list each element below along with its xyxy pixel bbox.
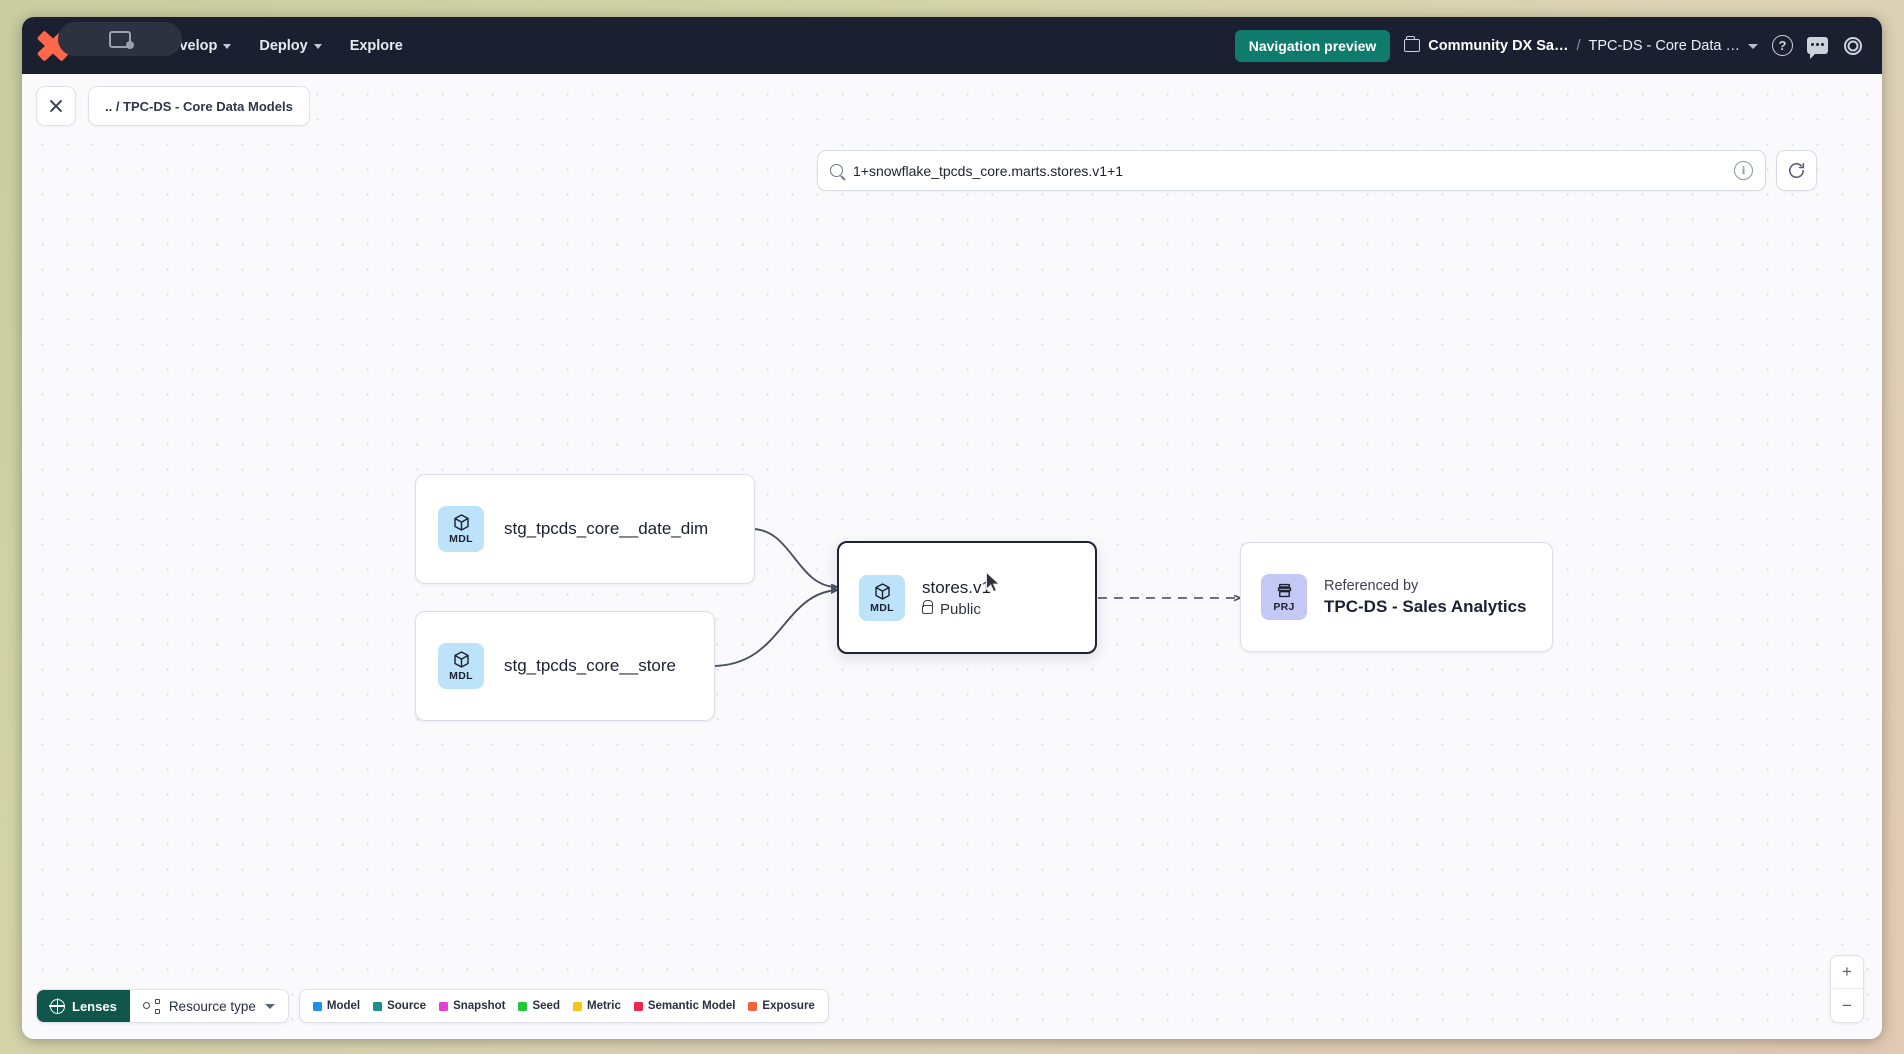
lenses-group: Lenses Resource type [36, 989, 289, 1023]
legend-item-source: Source [373, 1000, 426, 1012]
bottom-toolbar: Lenses Resource type Model Source [36, 989, 829, 1023]
badge-model: MDL [438, 643, 484, 689]
legend-swatch [439, 1001, 449, 1011]
legend-item-model: Model [312, 1000, 361, 1012]
node-text-stack: stores.v1 Public [922, 578, 991, 618]
nav-item-deploy[interactable]: Deploy [247, 30, 333, 62]
folder-icon [1404, 36, 1421, 52]
zoom-out-button[interactable]: − [1842, 995, 1852, 1015]
node-access-row: Public [922, 600, 991, 618]
chat-bubble-icon[interactable] [1807, 37, 1828, 59]
lenses-label: Lenses [72, 998, 117, 1014]
chevron-down-icon [223, 44, 232, 49]
graph-node-model[interactable]: MDL stg_tpcds_core__store [415, 611, 715, 721]
badge-project: PRJ [1261, 574, 1307, 620]
graph-node-model[interactable]: MDL stg_tpcds_core__date_dim [415, 474, 755, 584]
project-stack-icon [1277, 583, 1291, 598]
legend-swatch [633, 1001, 643, 1011]
graph-node-project[interactable]: PRJ Referenced by TPC-DS - Sales Analyti… [1240, 542, 1553, 652]
badge-model: MDL [438, 506, 484, 552]
legend-item-semantic-model: Semantic Model [633, 1000, 736, 1012]
close-button[interactable] [36, 86, 76, 126]
legend-label: Source [387, 1000, 427, 1012]
badge-label: MDL [449, 670, 473, 682]
search-bar-row: i [817, 150, 1817, 191]
badge-label: MDL [449, 533, 473, 545]
chevron-down-icon [264, 1003, 275, 1009]
resource-type-label: Resource type [168, 998, 256, 1014]
search-input[interactable] [853, 162, 1724, 179]
search-box[interactable]: i [817, 150, 1766, 191]
legend-label: Semantic Model [647, 1000, 736, 1012]
legend-label: Metric [586, 1000, 621, 1012]
help-circle-icon[interactable]: ? [1772, 35, 1793, 56]
breadcrumb-separator: / [1576, 37, 1581, 54]
node-text-stack: Referenced by TPC-DS - Sales Analytics [1324, 578, 1527, 617]
zoom-controls: + − [1830, 955, 1864, 1023]
chevron-down-icon[interactable] [1748, 44, 1758, 49]
cube-icon [453, 651, 469, 668]
refresh-icon [1789, 163, 1805, 179]
nodes-icon [142, 998, 160, 1014]
lineage-graph: MDL stg_tpcds_core__date_dim MDL stg_tpc… [22, 74, 1882, 1039]
legend-label: Seed [532, 1000, 560, 1012]
account-project-breadcrumb: Community DX Sa… / TPC-DS - Core Data … [1404, 36, 1758, 54]
navigation-preview-button[interactable]: Navigation preview [1234, 29, 1391, 62]
legend-swatch [518, 1001, 528, 1011]
window-tab-nub[interactable] [58, 22, 182, 56]
node-eyebrow: Referenced by [1324, 577, 1419, 594]
gear-icon[interactable] [1842, 35, 1864, 57]
lock-open-icon [922, 600, 933, 614]
node-title: TPC-DS - Sales Analytics [1324, 596, 1527, 616]
legend-label: Exposure [762, 1000, 815, 1012]
refresh-button[interactable] [1776, 150, 1817, 191]
legend-item-exposure: Exposure [748, 1000, 815, 1012]
nav-right-cluster: Navigation preview Community DX Sa… / TP… [1234, 29, 1864, 62]
legend-label: Model [326, 1000, 361, 1012]
breadcrumb-account[interactable]: Community DX Sa… [1428, 37, 1569, 54]
zoom-in-button[interactable]: + [1831, 956, 1863, 989]
legend-swatch [748, 1001, 758, 1011]
cube-icon [874, 582, 890, 600]
nav-item-deploy-label: Deploy [259, 37, 308, 54]
badge-label: MDL [870, 601, 894, 614]
cube-icon [453, 514, 469, 531]
breadcrumb[interactable]: .. / TPC-DS - Core Data Models [88, 86, 310, 126]
chevron-down-icon [313, 44, 322, 49]
close-icon [48, 98, 64, 114]
lens-icon [49, 997, 65, 1014]
application-window: dbt Develop Deploy Explore Navigation pr… [22, 17, 1882, 1039]
legend-swatch [312, 1001, 322, 1011]
legend-label: Snapshot [453, 1000, 506, 1012]
resource-type-dropdown[interactable]: Resource type [129, 990, 288, 1022]
legend: Model Source Snapshot Seed Metric [298, 989, 829, 1023]
window-tab-icon [109, 30, 134, 49]
legend-item-snapshot: Snapshot [439, 1000, 505, 1012]
breadcrumb-project[interactable]: TPC-DS - Core Data … [1588, 37, 1740, 54]
node-title: stores.v1 [922, 577, 991, 597]
lineage-edges [711, 528, 1882, 667]
node-title: stg_tpcds_core__date_dim [504, 519, 709, 538]
search-icon [830, 164, 843, 177]
top-navigation-bar: dbt Develop Deploy Explore Navigation pr… [22, 17, 1882, 74]
info-circle-icon[interactable]: i [1734, 161, 1753, 180]
canvas-toolbar: .. / TPC-DS - Core Data Models [22, 74, 1882, 138]
node-access-label: Public [940, 600, 981, 618]
nav-item-explore[interactable]: Explore [338, 30, 415, 62]
legend-item-seed: Seed [518, 1000, 560, 1012]
badge-label: PRJ [1273, 601, 1295, 613]
graph-node-selected[interactable]: MDL stores.v1 Public [837, 541, 1097, 654]
lenses-button[interactable]: Lenses [37, 990, 130, 1022]
lineage-canvas[interactable]: .. / TPC-DS - Core Data Models i [22, 74, 1882, 1039]
legend-swatch [373, 1001, 383, 1011]
legend-item-metric: Metric [572, 1000, 621, 1012]
badge-model: MDL [859, 574, 905, 621]
legend-swatch [572, 1001, 582, 1011]
nav-item-explore-label: Explore [349, 37, 403, 54]
primary-nav: Develop Deploy Explore [149, 30, 415, 62]
node-title: stg_tpcds_core__store [504, 656, 676, 675]
